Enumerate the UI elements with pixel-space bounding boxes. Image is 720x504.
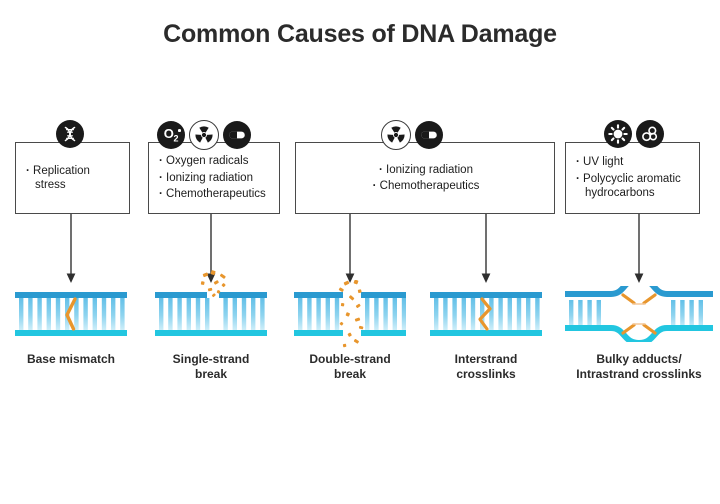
cause-icon-row [604, 120, 664, 148]
cause-item: Polycyclic aromatic hydrocarbons [576, 172, 691, 201]
uv-sun-icon [604, 120, 632, 148]
cause-icon-row [381, 120, 443, 150]
cause-list: UV lightPolycyclic aromatic hydrocarbons [566, 143, 699, 213]
dna-graphic-interstrand-crosslinks [430, 292, 542, 336]
dna-label-line: crosslinks [456, 367, 516, 381]
cause-icon-row: O2 [157, 120, 251, 150]
cause-box-replication-stress: Replication stress [15, 142, 130, 214]
dna-label-line: Base mismatch [26, 352, 116, 366]
flow-arrow-interstrand-crosslinks [478, 214, 494, 283]
dna-label-line: Bulky adducts/ [596, 352, 682, 366]
cause-box-oxidative-radiation-chemo: Oxygen radicalsIonizing radiationChemoth… [148, 142, 280, 214]
cause-item: Ionizing radiation [159, 171, 271, 186]
flow-arrow-double-strand-break [342, 214, 358, 283]
cause-list: Replication stress [16, 143, 129, 213]
page-title: Common Causes of DNA Damage [163, 20, 557, 48]
pill-capsule-icon [415, 121, 443, 149]
cause-item: Oxygen radicals [159, 154, 271, 169]
dna-label-line: Interstrand [454, 352, 518, 366]
cause-item: Chemotherapeutics [159, 187, 271, 202]
dna-graphic-single-strand-break [155, 270, 267, 336]
dna-graphic-base-mismatch [15, 292, 127, 336]
oxygen-radical-icon: O2 [157, 121, 185, 149]
dna-helix-icon [56, 120, 84, 148]
cause-icon-row [56, 120, 84, 148]
dna-graphic-double-strand-break [294, 280, 406, 348]
cause-box-uv-pah: UV lightPolycyclic aromatic hydrocarbons [565, 142, 700, 214]
cause-item: Ionizing radiation [379, 163, 473, 178]
dna-label-bulky-adducts: Bulky adducts/Intrastrand crosslinks [554, 352, 720, 382]
dna-graphic-bulky-adducts [565, 286, 713, 342]
cause-list: Ionizing radiationChemotherapeutics [296, 143, 554, 213]
flow-arrow-base-mismatch [63, 214, 79, 283]
dna-label-line: Single-strand [172, 352, 250, 366]
flow-arrow-bulky-adducts [631, 214, 647, 283]
dna-label-base-mismatch: Base mismatch [6, 352, 136, 367]
dna-label-line: Double-strand [309, 352, 391, 366]
cause-item: Chemotherapeutics [373, 179, 480, 194]
flow-arrow-single-strand-break [203, 214, 219, 283]
dna-label-line: break [194, 367, 228, 381]
cause-item: UV light [576, 155, 691, 170]
cause-list: Oxygen radicalsIonizing radiationChemoth… [149, 143, 279, 213]
polycyclic-rings-icon [636, 120, 664, 148]
pill-capsule-icon [223, 121, 251, 149]
dna-label-line: Intrastrand crosslinks [576, 367, 702, 381]
cause-box-radiation-chemo: Ionizing radiationChemotherapeutics [295, 142, 555, 214]
radiation-icon [381, 120, 411, 150]
dna-label-line: break [333, 367, 367, 381]
radiation-icon [189, 120, 219, 150]
cause-item: Replication stress [26, 164, 121, 193]
